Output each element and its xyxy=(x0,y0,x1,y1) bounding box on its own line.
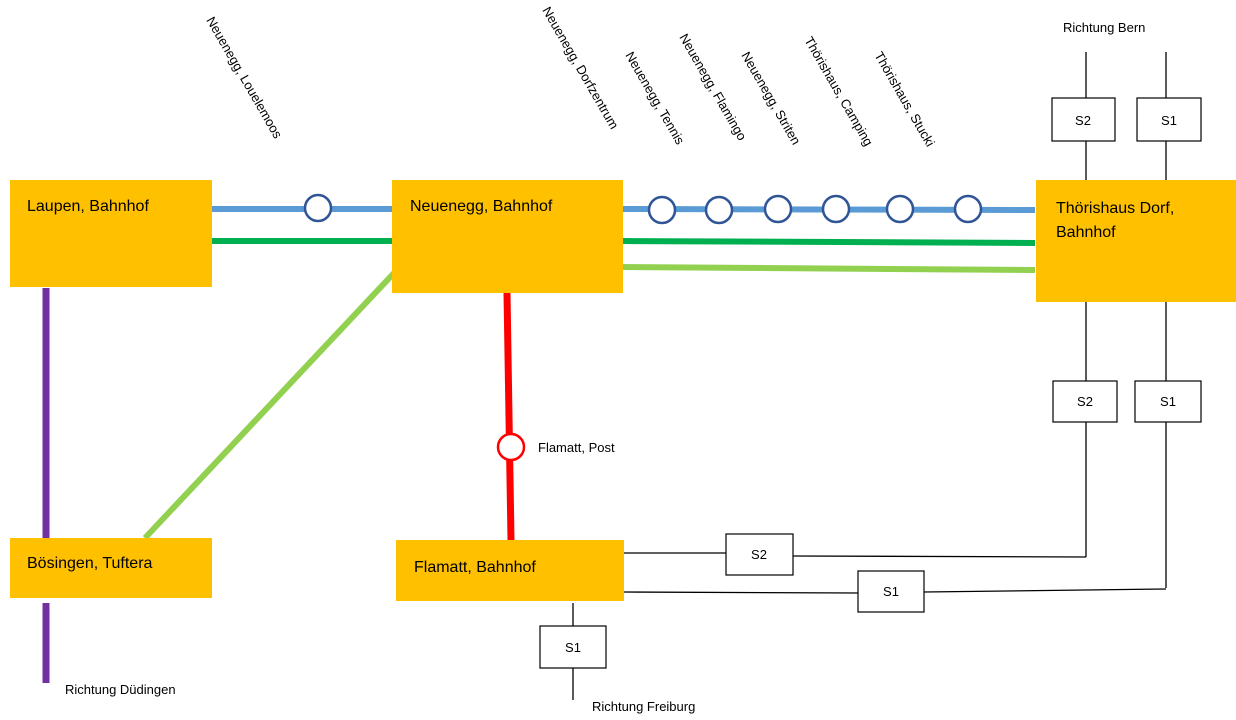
stop-flamingo-circle xyxy=(763,194,793,224)
stop-tennis-label: Neuenegg, Tennis xyxy=(622,49,688,147)
station-boesingen-box xyxy=(10,538,212,598)
green-line-neuenegg-thoerishaus xyxy=(621,238,1036,246)
station-thoerishaus-box xyxy=(1036,180,1236,302)
s2-box-bern: S2 xyxy=(1051,97,1116,142)
rail-s1-flamatt-b xyxy=(923,588,1167,593)
stop-flamingo-label: Neuenegg, Flamingo xyxy=(676,31,749,143)
lightgreen-line-neuenegg-thoerishaus xyxy=(621,264,1036,273)
s1-box-south: S1 xyxy=(1134,380,1202,423)
s1-box-flamatt-label: S1 xyxy=(883,584,899,599)
s2-box-flamatt-label: S2 xyxy=(751,547,767,562)
stop-flamatt-post-circle xyxy=(496,432,526,462)
stop-flamatt-post-label: Flamatt, Post xyxy=(538,440,615,455)
station-thoerishaus-label-line1: Thörishaus Dorf, xyxy=(1056,200,1174,217)
s2-box-flamatt: S2 xyxy=(725,533,794,576)
station-boesingen-label: Bösingen, Tuftera xyxy=(27,555,153,572)
s2-box-bern-label: S2 xyxy=(1075,113,1091,128)
rail-s1-flamatt-a xyxy=(623,591,859,594)
direction-freiburg-label: Richtung Freiburg xyxy=(592,699,695,714)
s1-box-flamatt: S1 xyxy=(857,570,925,613)
stop-louelemoos-circle xyxy=(303,193,333,223)
stop-camping-circle xyxy=(885,194,915,224)
s2-box-south: S2 xyxy=(1052,380,1118,423)
stop-dorfzentrum-label: Neuenegg, Dorfzentrum xyxy=(539,4,621,132)
s2-box-south-label: S2 xyxy=(1077,394,1093,409)
station-neuenegg-label: Neuenegg, Bahnhof xyxy=(410,198,553,215)
rail-boxes: S2 S1 S2 S1 S2 S1 S1 xyxy=(539,97,1202,669)
stop-camping-label: Thörishaus, Camping xyxy=(801,34,876,149)
s1-box-freiburg-label: S1 xyxy=(565,640,581,655)
stop-stucki-circle xyxy=(953,194,983,224)
stop-tennis-circle xyxy=(704,195,734,225)
station-laupen-label: Laupen, Bahnhof xyxy=(27,198,149,215)
stop-louelemoos-label: Neuenegg, Louelemoos xyxy=(203,14,285,141)
stop-circles xyxy=(303,193,983,462)
s1-box-freiburg: S1 xyxy=(539,625,607,669)
rail-s2-flamatt-b xyxy=(792,555,1087,558)
rail-lines xyxy=(572,52,1167,700)
lightgreen-line-boesingen-neuenegg xyxy=(142,270,397,541)
stop-striten-circle xyxy=(821,194,851,224)
station-laupen-box xyxy=(10,180,212,287)
station-neuenegg-box xyxy=(392,180,623,293)
stations xyxy=(10,180,1236,601)
stop-dorfzentrum-circle xyxy=(647,195,677,225)
direction-labels: Richtung Bern Richtung Düdingen Richtung… xyxy=(65,20,1145,714)
s1-box-bern: S1 xyxy=(1136,97,1202,142)
s1-box-south-label: S1 xyxy=(1160,394,1176,409)
direction-bern-label: Richtung Bern xyxy=(1063,20,1145,35)
station-labels: Laupen, Bahnhof Neuenegg, Bahnhof Thöris… xyxy=(27,198,1174,576)
station-thoerishaus-label-line2: Bahnhof xyxy=(1056,224,1116,241)
direction-duedingen-label: Richtung Düdingen xyxy=(65,682,176,697)
stop-stucki-label: Thörishaus, Stucki xyxy=(871,49,938,149)
red-line-neuenegg-flamatt xyxy=(503,292,515,541)
station-flamatt-box xyxy=(396,540,624,601)
s1-box-bern-label: S1 xyxy=(1161,113,1177,128)
station-flamatt-label: Flamatt, Bahnhof xyxy=(414,559,536,576)
